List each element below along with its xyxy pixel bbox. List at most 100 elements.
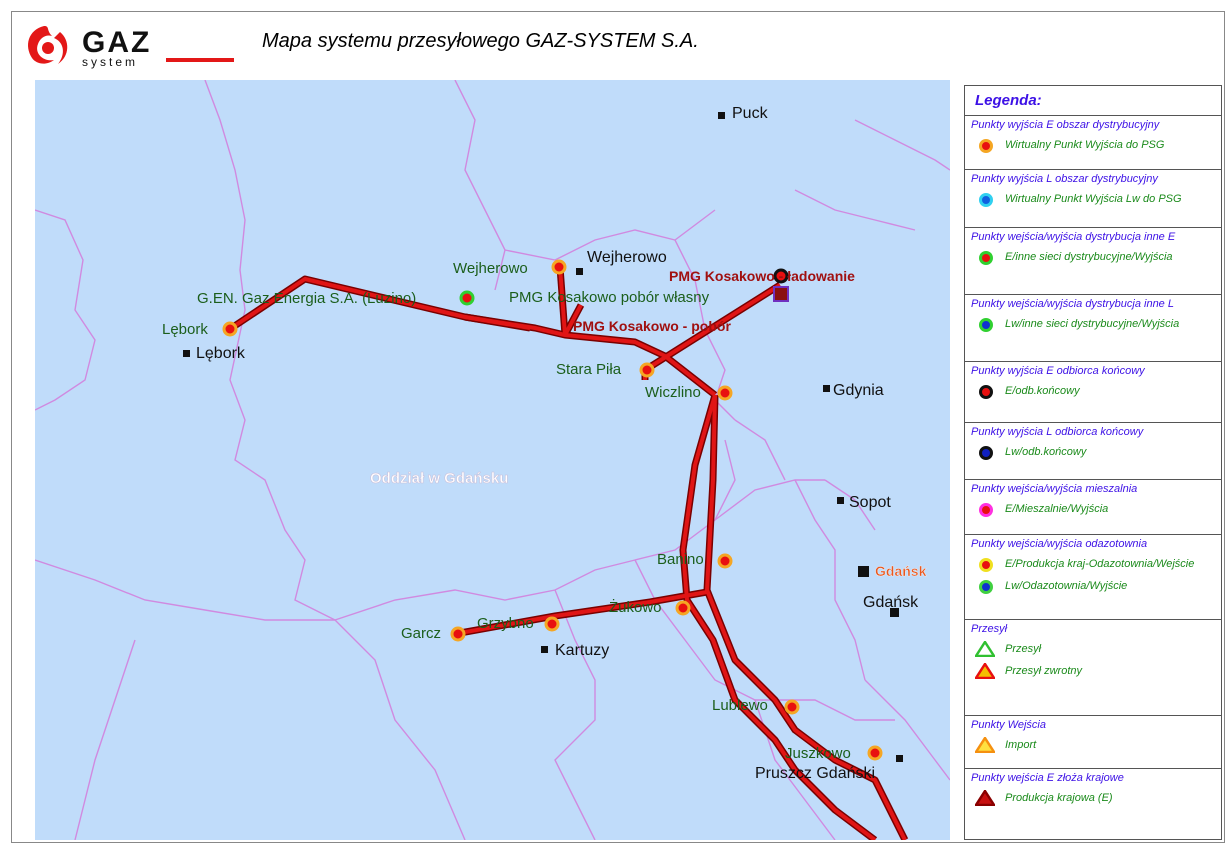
dot-marker-icon — [975, 249, 995, 265]
legend-section: Punkty wejścia/wyjścia dystrybucja inne … — [965, 228, 1221, 295]
station-lebork[interactable]: Lębork — [162, 321, 238, 338]
city-kartuzy: Kartuzy — [555, 642, 609, 659]
dot-marker-icon — [975, 383, 995, 399]
station-stara-pila[interactable]: Stara Piła — [556, 361, 655, 378]
station-grzybno[interactable]: Grzybno — [477, 615, 560, 632]
legend-item: Lw/inne sieci dystrybucyjne/Wyjścia — [975, 316, 1215, 332]
legend-section-title: Punkty wyjścia E obszar dystrybucyjny — [971, 119, 1160, 131]
legend-section-title: Przesył — [971, 623, 1008, 635]
svg-text:Garcz: Garcz — [401, 625, 441, 642]
station-garcz[interactable]: Garcz — [401, 625, 466, 642]
legend-section-title: Punkty wyjścia L odbiorca końcowy — [971, 426, 1144, 438]
station-pmg-wlasny[interactable]: PMG Kosakowo pobór własny — [509, 289, 710, 306]
sea-area — [675, 80, 950, 840]
svg-text:Juszkowo: Juszkowo — [785, 745, 851, 762]
legend-item: Przesył zwrotny — [973, 661, 1215, 680]
city-gdansk-bold: Gdańsk — [875, 563, 927, 579]
legend-item: Import — [973, 735, 1215, 754]
legend-item-label: Wirtualny Punkt Wyjścia Lw do PSG — [1005, 192, 1182, 205]
legend-section-title: Punkty wyjścia L obszar dystrybucyjny — [971, 173, 1158, 185]
station-wiczlino[interactable]: Wiczlino — [645, 384, 733, 401]
svg-text:Wiczlino: Wiczlino — [645, 384, 701, 401]
triangle-marker-icon — [973, 735, 997, 754]
legend-item-label: Lw/inne sieci dystrybucyjne/Wyjścia — [1005, 317, 1180, 330]
logo-subtext: system — [82, 55, 138, 69]
triangle-marker-icon — [973, 661, 997, 680]
station-wejherowo[interactable]: Wejherowo — [453, 259, 567, 277]
svg-text:Lębork: Lębork — [162, 321, 208, 338]
legend-header: Legenda: — [965, 86, 1221, 116]
station-juszkowo[interactable]: Juszkowo — [785, 745, 883, 762]
dot-marker-icon — [975, 556, 995, 572]
triangle-marker-icon — [973, 639, 997, 658]
dot-marker-icon — [975, 191, 995, 207]
city-markers: Puck Wejherowo Lębork Gdynia Sopot Gdańs… — [183, 105, 927, 782]
svg-text:Żukowo: Żukowo — [609, 598, 662, 616]
city-puck: Puck — [732, 105, 769, 122]
legend-section-title: Punkty wejścia/wyjścia dystrybucja inne … — [971, 298, 1174, 310]
dot-marker-icon — [975, 316, 995, 332]
pipelines — [228, 266, 909, 840]
legend-item-label: E/Produkcja kraj-Odazotownia/Wejście — [1005, 557, 1195, 570]
station-pmg-ladowanie[interactable]: PMG Kosakowo - ładowanie — [669, 268, 855, 302]
legend-item: Przesył — [973, 639, 1215, 658]
svg-text:Grzybno: Grzybno — [477, 615, 534, 632]
legend-title: Legenda: — [975, 92, 1042, 109]
logo-text: GAZ — [82, 26, 151, 59]
legend-section-title: Punkty wyjścia E odbiorca końcowy — [971, 365, 1145, 377]
legend-item: Wirtualny Punkt Wyjścia Lw do PSG — [975, 191, 1215, 207]
legend-item: E/odb.końcowy — [975, 383, 1215, 399]
svg-text:G.EN. Gaz Energia S.A. (Luzino: G.EN. Gaz Energia S.A. (Luzino) — [197, 290, 416, 307]
station-pmg-pobor[interactable]: PMG Kosakowo - pobór — [573, 318, 731, 334]
page-title: Mapa systemu przesyłowego GAZ-SYSTEM S.A… — [262, 30, 699, 52]
gaz-system-logo: GAZ system — [28, 26, 234, 69]
station-gen-gaz-luzino[interactable]: G.EN. Gaz Energia S.A. (Luzino) — [197, 290, 475, 307]
legend-item: E/Mieszalnie/Wyjścia — [975, 501, 1215, 517]
city-gdynia: Gdynia — [833, 382, 884, 399]
svg-text:Stara Piła: Stara Piła — [556, 361, 622, 378]
legend-section-title: Punkty wejścia E złoża krajowe — [971, 772, 1124, 784]
legend-item-label: E/inne sieci dystrybucyjne/Wyjścia — [1005, 250, 1173, 263]
legend-panel: Legenda: Punkty wyjścia E obszar dystryb… — [964, 85, 1222, 840]
legend-item-label: E/Mieszalnie/Wyjścia — [1005, 502, 1109, 515]
city-sopot: Sopot — [849, 494, 891, 511]
svg-text:PMG Kosakowo pobór własny: PMG Kosakowo pobór własny — [509, 289, 710, 306]
city-lebork: Lębork — [196, 345, 246, 362]
legend-item: Wirtualny Punkt Wyjścia do PSG — [975, 137, 1215, 153]
dot-marker-icon — [975, 501, 995, 517]
pipeline-map[interactable]: Oddział w Gdańsku Puck Wejherowo Lębork … — [35, 80, 950, 840]
dot-marker-icon — [975, 578, 995, 594]
dot-marker-icon — [975, 444, 995, 460]
legend-item-label: Przesył — [1005, 642, 1042, 655]
legend-section-title: Punkty wejścia/wyjścia odazotownia — [971, 538, 1148, 550]
dot-marker-icon — [975, 137, 995, 153]
station-banino[interactable]: Banino — [657, 551, 733, 569]
triangle-marker-icon — [973, 788, 997, 807]
region-label: Oddział w Gdańsku — [370, 470, 508, 487]
legend-item-label: Produkcja krajowa (E) — [1005, 791, 1113, 804]
station-zukowo[interactable]: Żukowo — [609, 598, 691, 616]
legend-item-label: Lw/odb.końcowy — [1005, 445, 1087, 458]
legend-section-title: Punkty wejścia/wyjścia mieszalnia — [971, 483, 1138, 495]
legend-item-label: Wirtualny Punkt Wyjścia do PSG — [1005, 138, 1165, 151]
svg-text:Banino: Banino — [657, 551, 704, 568]
svg-text:PMG Kosakowo - pobór: PMG Kosakowo - pobór — [573, 318, 731, 334]
flame-icon — [28, 26, 68, 64]
legend-item: Lw/Odazotownia/Wyjście — [975, 578, 1215, 594]
legend-item-label: Lw/Odazotownia/Wyjście — [1005, 579, 1128, 592]
legend-item: E/Produkcja kraj-Odazotownia/Wejście — [975, 556, 1215, 572]
city-pruszcz: Pruszcz Gdański — [755, 765, 875, 782]
station-markers[interactable]: Wejherowo G.EN. Gaz Energia S.A. (Luzino… — [162, 259, 883, 762]
svg-text:PMG Kosakowo - ładowanie: PMG Kosakowo - ładowanie — [669, 268, 855, 284]
legend-item-label: Przesył zwrotny — [1005, 664, 1083, 677]
legend-item-label: E/odb.końcowy — [1005, 384, 1080, 397]
station-lublewo[interactable]: Lublewo — [712, 697, 800, 715]
